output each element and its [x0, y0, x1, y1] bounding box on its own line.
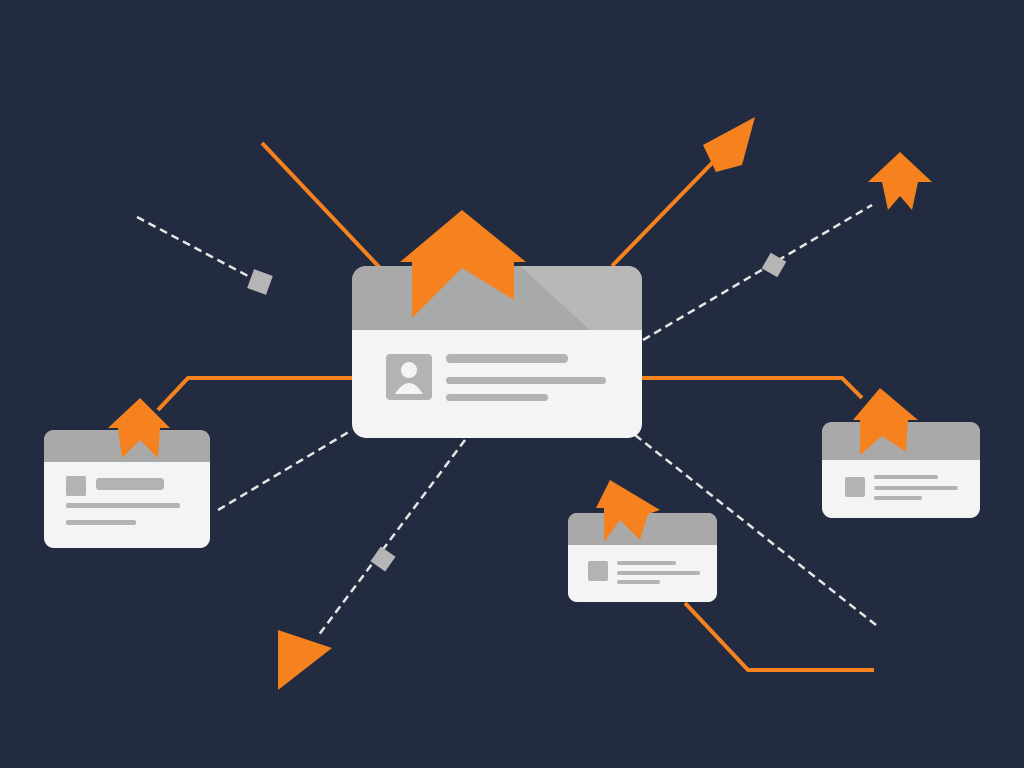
orange-connector [683, 601, 874, 672]
user-avatar-icon [66, 476, 86, 496]
up-chevron-icon [868, 152, 932, 210]
arrow-head-icon [278, 630, 332, 690]
arrow-head-icon [703, 117, 755, 172]
orange-connector [642, 376, 864, 400]
up-chevron-icon [108, 398, 170, 458]
dashed-connector [217, 428, 353, 512]
diamond-node-icon [761, 252, 787, 278]
diamond-node-icon [370, 546, 396, 572]
diamond-node-icon [247, 269, 273, 295]
up-chevron-icon [400, 210, 526, 318]
up-chevron-icon [596, 480, 660, 542]
left-card[interactable] [44, 430, 210, 548]
orange-connector [156, 376, 352, 412]
user-avatar-icon [588, 561, 608, 581]
dashed-connector [317, 439, 466, 637]
dashed-connector [642, 203, 873, 342]
main-card[interactable] [352, 266, 642, 438]
user-avatar-icon [845, 477, 865, 497]
dashed-connector [136, 215, 249, 278]
orange-connector [260, 141, 384, 272]
orange-connector [610, 158, 717, 268]
up-chevron-icon [853, 388, 918, 455]
